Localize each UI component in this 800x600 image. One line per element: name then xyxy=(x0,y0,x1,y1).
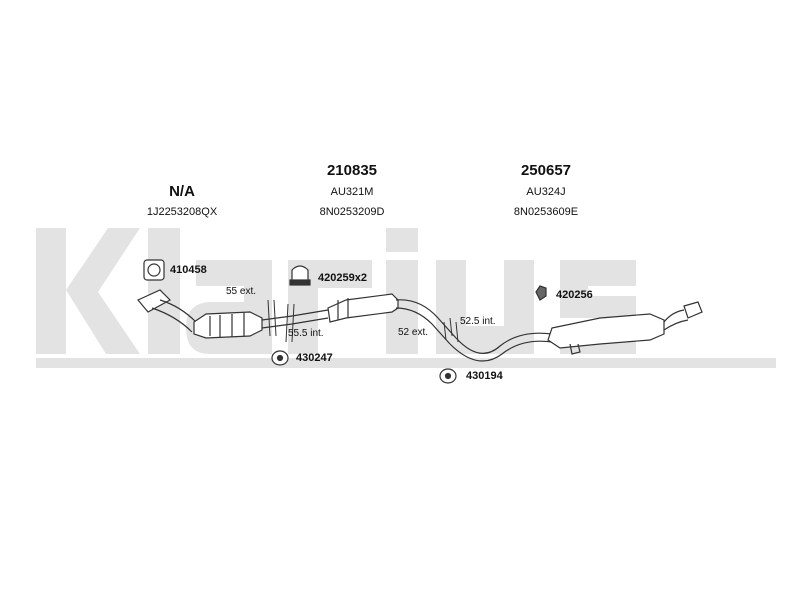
rubber-mount-icon xyxy=(439,368,457,384)
section-3-model-ref: AU324J xyxy=(526,186,566,198)
section-1-part-number: N/A xyxy=(169,183,195,200)
accessory-code-mount-front: 430247 xyxy=(296,352,333,364)
rear-section-assembly xyxy=(449,301,703,362)
section-2-part-number: 210835 xyxy=(326,162,378,179)
section-3-oe-ref: 8N0253609E xyxy=(513,206,579,218)
dimension-rear-int: 52.5 int. xyxy=(460,316,496,327)
section-2-model-ref: AU321M xyxy=(330,186,374,198)
accessory-code-mount-rear: 430194 xyxy=(466,370,503,382)
section-3-part-number: 250657 xyxy=(520,162,572,179)
accessory-code-gasket: 410458 xyxy=(170,264,207,276)
rubber-mount-icon xyxy=(271,350,289,366)
middle-section-assembly xyxy=(291,293,457,345)
bolt-icon xyxy=(535,285,547,301)
dimension-rear-ext: 52 ext. xyxy=(398,327,429,338)
section-2-oe-ref: 8N0253209D xyxy=(319,206,385,218)
dimension-front-int: 55.5 int. xyxy=(288,328,324,339)
accessory-code-bolt: 420256 xyxy=(556,289,593,301)
accessory-code-clamp: 420259x2 xyxy=(318,272,367,284)
dimension-front-ext: 55 ext. xyxy=(226,286,257,297)
joint-markers xyxy=(267,299,459,343)
section-1-oe-ref: 1J2253208QX xyxy=(146,206,218,218)
clamp-icon xyxy=(289,265,311,286)
gasket-icon xyxy=(143,259,165,281)
accessory-icons xyxy=(143,259,547,384)
